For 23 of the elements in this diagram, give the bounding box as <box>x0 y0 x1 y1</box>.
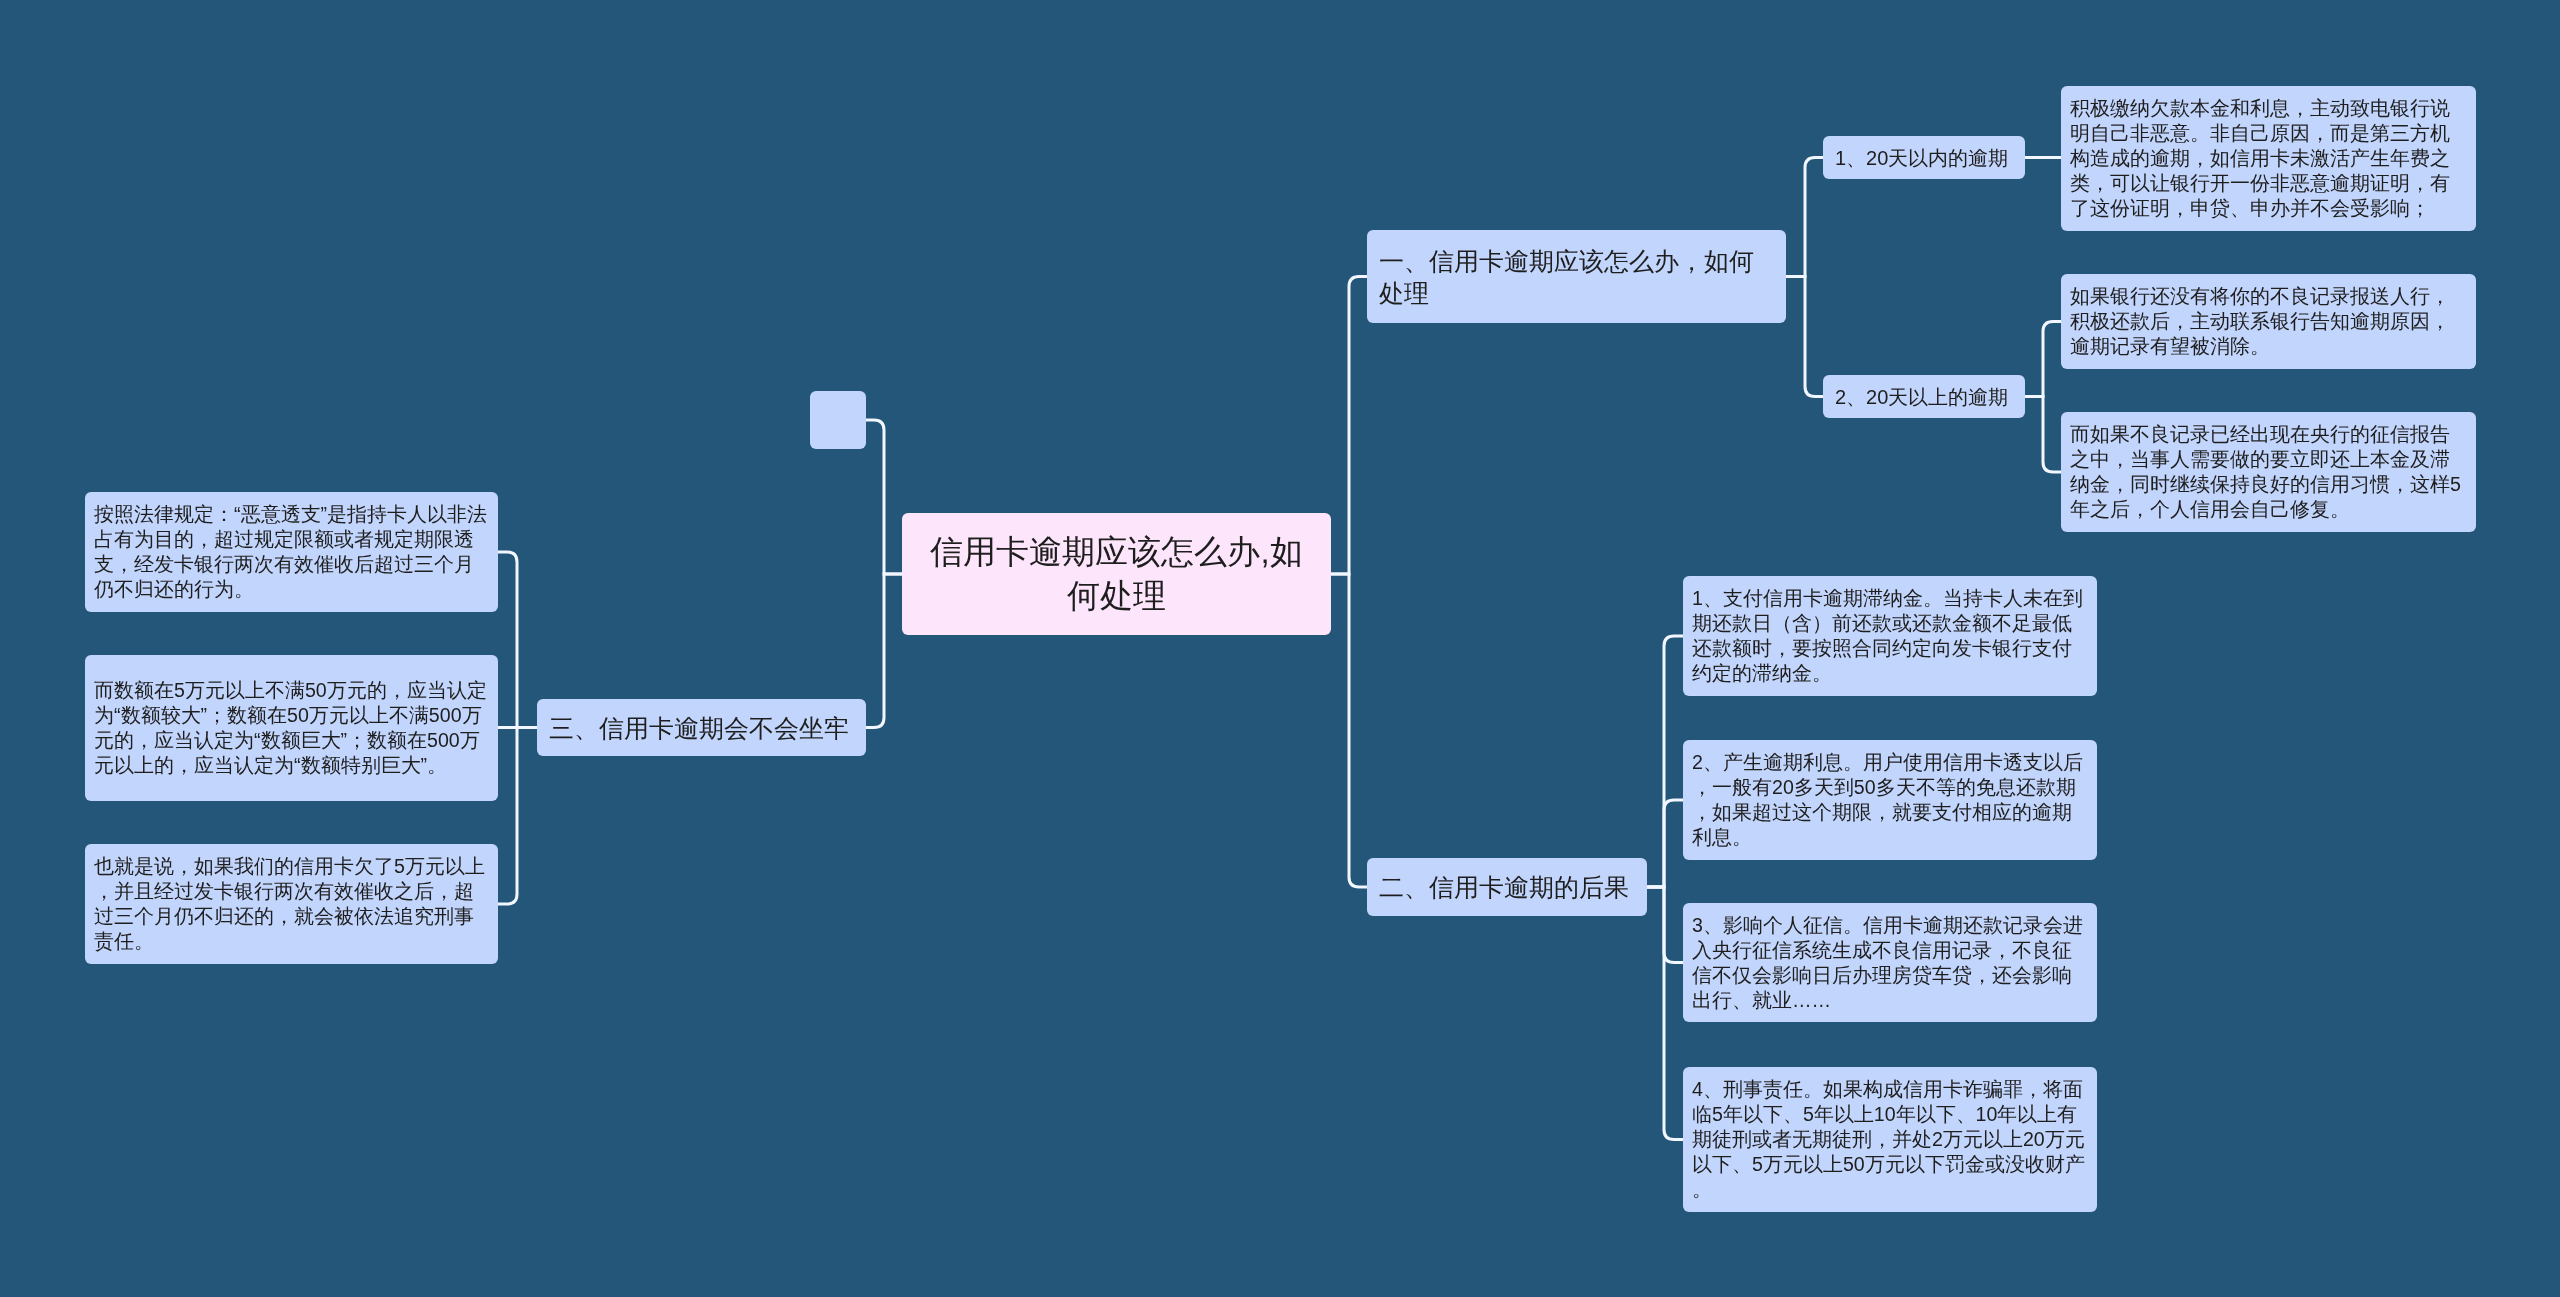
note-box: 3、影响个人征信。信用卡逾期还款记录会进入央行征信系统生成不良信用记录，不良征信不仅会影响日后办理房贷车贷，还会影响出行、就业…… <box>1683 903 2097 1022</box>
note-box: 4、刑事责任。如果构成信用卡诈骗罪，将面临5年以下、5年以上10年以下、10年以上有期徒刑或者无期徒刑，并处2万元以上20万元以下、5万元以上50万元以下罚金或没收财产。 <box>1683 1067 2097 1212</box>
note-box: 如果银行还没有将你的不良记录报送人行，积极还款后，主动联系银行告知逾期原因，逾期记录有望被消除。 <box>2061 274 2476 369</box>
connector-line <box>866 572 902 729</box>
note-box: 2、产生逾期利息。用户使用信用卡透支以后，一般有20多天到50多天不等的免息还款期，如果超过这个期限，就要支付相应的逾期利息。 <box>1683 740 2097 860</box>
subtopic-box: 1、20天以内的逾期 <box>1823 136 2025 179</box>
note-box: 积极缴纳欠款本金和利息，主动致电银行说明自己非恶意。非自己原因，而是第三方机构造成的逾期，如信用卡未激活产生年费之类，可以让银行开一份非恶意逾期证明，有了这份证明，申贷、申办并不会受影响； <box>2061 86 2476 231</box>
note-box: 按照法律规定：“恶意透支”是指持卡人以非法占有为目的，超过规定限额或者规定期限透支，经发卡银行两次有效催收后超过三个月仍不归还的行为。 <box>85 492 498 612</box>
connector-line <box>1331 572 1367 889</box>
blank-box <box>810 391 866 449</box>
connector-line <box>2025 156 2061 159</box>
note-box: 也就是说，如果我们的信用卡欠了5万元以上，并且经过发卡银行两次有效催收之后，超过三个月仍不归还的，就会被依法追究刑事责任。 <box>85 844 498 964</box>
connector-line <box>1647 885 1683 1141</box>
topic-box: 一、信用卡逾期应该怎么办，如何处理 <box>1367 230 1786 323</box>
connector-line <box>1786 275 1823 398</box>
connector-line <box>2025 395 2061 474</box>
note-box: 而数额在5万元以上不满50万元的，应当认定为“数额较大”；数额在50万元以上不满500万元的，应当认定为“数额巨大”；数额在500万元以上的，应当认定为“数额特别巨大”。 <box>85 655 498 801</box>
subtopic-box: 2、20天以上的逾期 <box>1823 375 2025 418</box>
topic-box: 二、信用卡逾期的后果 <box>1367 858 1647 916</box>
note-box: 1、支付信用卡逾期滞纳金。当持卡人未在到期还款日（含）前还款或还款金额不足最低还款额时，要按照合同约定向发卡银行支付约定的滞纳金。 <box>1683 576 2097 696</box>
topic-box: 三、信用卡逾期会不会坐牢 <box>537 699 866 756</box>
central-topic-box: 信用卡逾期应该怎么办,如何处理 <box>902 513 1331 635</box>
note-box: 而如果不良记录已经出现在央行的征信报告之中，当事人需要做的要立即还上本金及滞纳金，同时继续保持良好的信用习惯，这样5年之后，个人信用会自己修复。 <box>2061 412 2476 532</box>
